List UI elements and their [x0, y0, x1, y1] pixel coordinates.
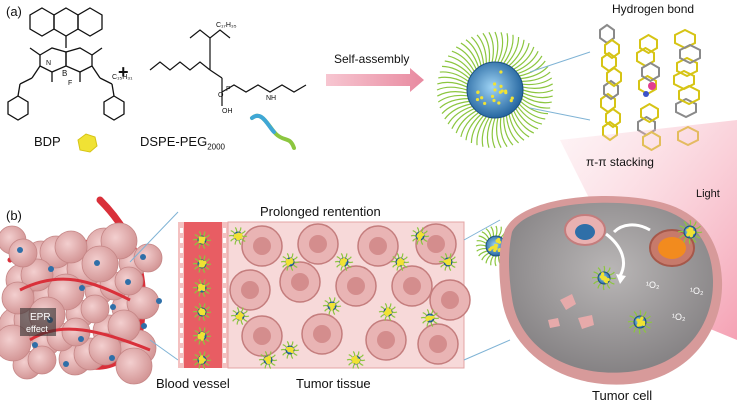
self-assembly-arrow	[326, 68, 424, 92]
self-assembly-label: Self-assembly	[334, 52, 409, 66]
panel-b-label: (b)	[6, 208, 22, 223]
dspe-peg-molecule	[150, 30, 306, 106]
tumor-mass	[0, 200, 162, 384]
blood-vessel-label: Blood vessel	[156, 376, 230, 391]
epr-sub-label: effect	[26, 324, 48, 334]
pi-stacking-label: π-π stacking	[586, 155, 654, 169]
tumor-tissue-label: Tumor tissue	[296, 376, 371, 391]
atom-p-label: P	[226, 86, 231, 93]
bdp-yellow-blob	[78, 134, 97, 152]
epr-label: EPR	[30, 312, 51, 323]
tumor-cell	[499, 196, 722, 385]
chain-c15-label: C₁₅H₃₁	[112, 74, 133, 81]
bdp-molecule	[8, 8, 124, 120]
dspe-subscript: 2000	[207, 143, 225, 152]
light-label: Light	[696, 188, 720, 200]
atom-o-label: O	[218, 92, 223, 99]
nanoparticle-a	[437, 32, 553, 148]
ros-label-1: ¹O₂	[646, 280, 660, 290]
atom-n-label: N	[46, 60, 51, 67]
dspe-label: DSPE-PEG2000	[140, 134, 225, 152]
dspe-text: DSPE-PEG	[140, 134, 207, 149]
prolonged-retention-label: Prolonged rentention	[260, 204, 381, 219]
chain-c17-label: C₁₇H₃₅	[216, 22, 237, 29]
ros-label-2: ¹O₂	[690, 286, 704, 296]
atom-nh-label: NH	[266, 95, 276, 102]
atom-oh-label: OH	[222, 108, 233, 115]
panel-a-label: (a)	[6, 4, 22, 19]
bdp-label: BDP	[34, 134, 61, 149]
hydrogen-bond-label: Hydrogen bond	[612, 2, 694, 16]
atom-f-label: F	[68, 80, 72, 87]
tumor-cell-label: Tumor cell	[592, 388, 652, 403]
atom-b-label: B	[62, 69, 67, 78]
ros-label-3: ¹O₂	[672, 312, 686, 322]
